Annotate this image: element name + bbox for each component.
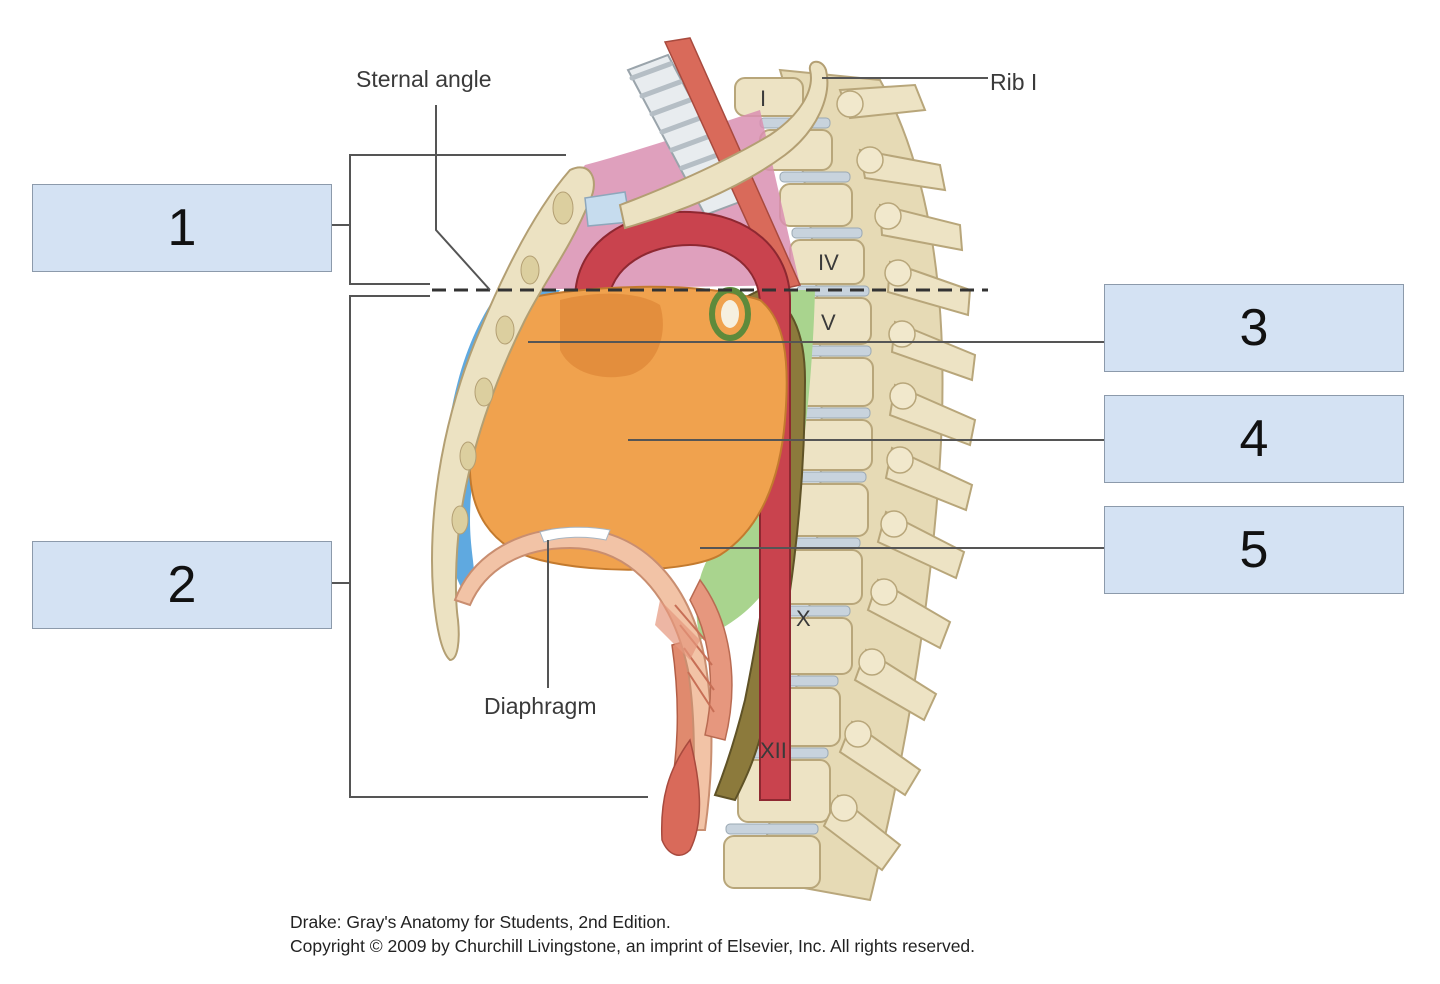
label-diaphragm: Diaphragm (484, 693, 597, 719)
caption-source: Drake: Gray's Anatomy for Students, 2nd … (290, 912, 671, 932)
leader-lines (435, 77, 1104, 688)
answer-box-2[interactable]: 2 (32, 541, 332, 629)
vertebra-labels: I IV V X XII (760, 86, 839, 763)
answer-box-3[interactable]: 3 (1104, 284, 1404, 372)
sternum (430, 166, 595, 662)
vertebra-label-tenth: X (796, 606, 811, 631)
answer-box-1-number: 1 (167, 199, 197, 257)
vertebra-label-fifth: V (821, 310, 836, 335)
diaphragm (453, 526, 733, 831)
heart (468, 285, 788, 571)
answer-box-5-number: 5 (1239, 521, 1269, 579)
rib-one (618, 60, 829, 230)
answer-box-4-number: 4 (1239, 410, 1269, 468)
vertebra-label-twelfth: XII (760, 738, 787, 763)
answer-box-1[interactable]: 1 (32, 184, 332, 272)
vertebra-label-first: I (760, 86, 766, 111)
superior-bracket (332, 154, 566, 285)
inferior-bracket (332, 295, 648, 798)
answer-box-2-number: 2 (167, 556, 197, 614)
lower-muscle (660, 738, 701, 856)
label-rib-one: Rib I (990, 69, 1037, 95)
answer-box-5[interactable]: 5 (1104, 506, 1404, 594)
answer-box-3-number: 3 (1239, 299, 1269, 357)
label-sternal-angle: Sternal angle (356, 66, 492, 92)
vertebral-column (723, 68, 977, 902)
caption-copyright: Copyright © 2009 by Churchill Livingston… (290, 936, 976, 956)
answer-box-4[interactable]: 4 (1104, 395, 1404, 483)
vertebra-label-fourth: IV (818, 250, 839, 275)
leader-sternal-angle (435, 105, 491, 291)
